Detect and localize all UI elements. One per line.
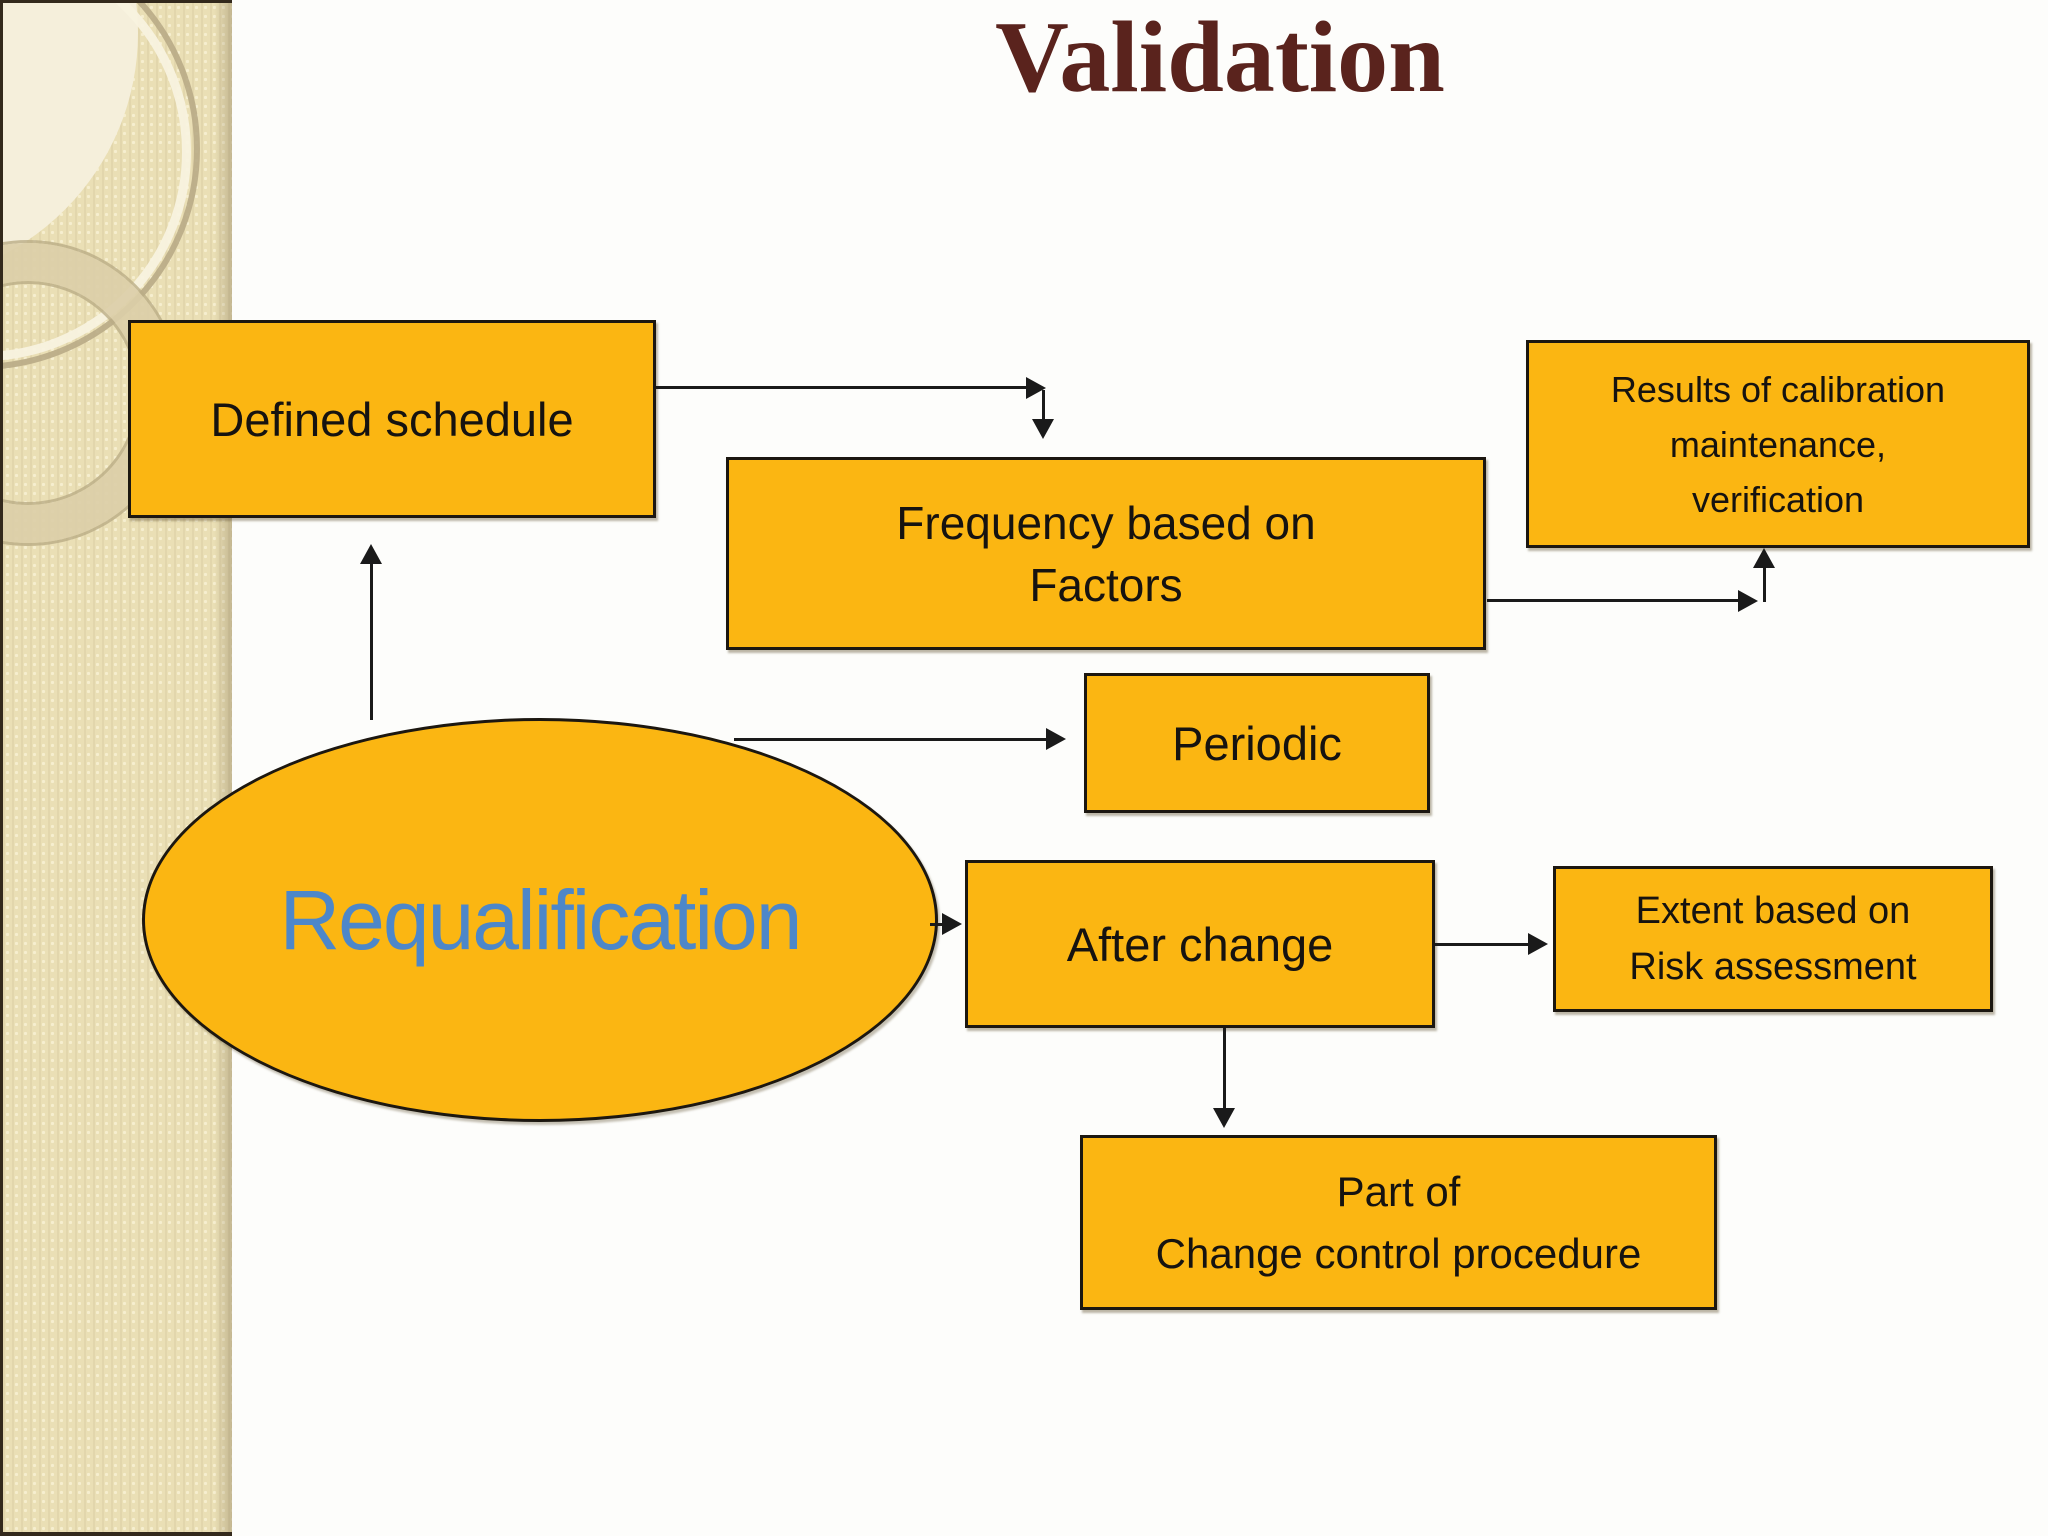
arrowhead-right-icon [942, 913, 962, 935]
arrowhead-right-icon [1026, 377, 1046, 399]
connector-line [1435, 943, 1530, 946]
node-part-of-change-control: Part of Change control procedure [1080, 1135, 1717, 1310]
connector-line [734, 738, 1048, 741]
connector-line [370, 562, 373, 720]
arrowhead-right-icon [1046, 728, 1066, 750]
arrowhead-up-icon [1753, 548, 1775, 568]
node-results-of-calibration: Results of calibration maintenance, veri… [1526, 340, 2030, 548]
node-defined-schedule: Defined schedule [128, 320, 656, 518]
arrowhead-down-icon [1213, 1108, 1235, 1128]
node-label: maintenance, [1669, 423, 1887, 465]
node-label: Factors [1029, 558, 1183, 611]
node-label: After change [1066, 917, 1334, 971]
connector-line [1042, 390, 1045, 420]
arrowhead-right-icon [1738, 590, 1758, 612]
arrowhead-down-icon [1032, 419, 1054, 439]
node-requalification: Requalification [142, 718, 938, 1122]
node-after-change: After change [965, 860, 1435, 1028]
slide-title: Validation [995, 1, 1445, 114]
arrowhead-right-icon [1528, 933, 1548, 955]
connector-line [1763, 568, 1766, 602]
node-label: Part of [1336, 1167, 1461, 1215]
connector-line [656, 386, 1028, 389]
node-label: verification [1691, 478, 1865, 520]
arrowhead-up-icon [360, 544, 382, 564]
node-label: Defined schedule [210, 392, 574, 446]
sidebar-decoration [0, 0, 232, 1536]
connector-line [930, 923, 944, 926]
connector-line [1223, 1028, 1226, 1110]
node-extent-risk-assessment: Extent based on Risk assessment [1553, 866, 1993, 1012]
node-label: Change control procedure [1155, 1229, 1642, 1277]
node-frequency-based-on-factors: Frequency based on Factors [726, 457, 1486, 650]
node-label: Periodic [1172, 716, 1342, 770]
node-periodic: Periodic [1084, 673, 1430, 813]
node-label: Risk assessment [1629, 946, 1917, 988]
requalification-label: Requalification [279, 872, 802, 967]
sidebar-edge-shadow [214, 3, 232, 1532]
node-label: Extent based on [1635, 890, 1911, 932]
connector-line [1487, 599, 1740, 602]
node-label: Frequency based on [896, 496, 1316, 549]
node-label: Results of calibration [1610, 368, 1946, 410]
